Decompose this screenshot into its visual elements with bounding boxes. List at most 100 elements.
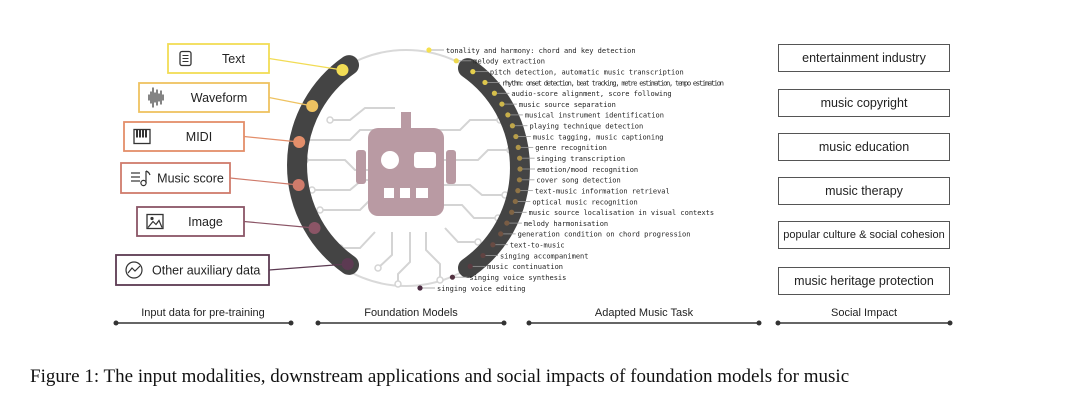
task-list: tonality and harmony: chord and key dete… <box>417 47 724 293</box>
input-label: Other auxiliary data <box>152 264 260 278</box>
task-item: cover song detection <box>516 177 621 185</box>
axis-end-dot <box>501 320 507 326</box>
circuit-trace <box>436 149 510 161</box>
circuit-node <box>474 238 482 246</box>
circuit-node <box>436 276 444 284</box>
task-item: text-to-music <box>490 242 565 250</box>
input-connector <box>268 96 313 107</box>
input-dot <box>292 179 305 191</box>
axis-end-dot <box>315 320 321 326</box>
task-label: optical music recognition <box>532 198 637 206</box>
input-label: MIDI <box>186 130 212 144</box>
input-connector <box>268 57 343 71</box>
task-dot <box>482 79 488 86</box>
task-dot <box>453 58 459 64</box>
circuit-trace <box>425 232 441 280</box>
section-label: Adapted Music Task <box>595 307 694 319</box>
task-item: melody harmonisation <box>504 220 608 228</box>
axis-end-dot <box>288 320 294 326</box>
input-dot <box>336 64 349 76</box>
figure-caption: Figure 1: The input modalities, downstre… <box>30 366 850 387</box>
robot-eye-right <box>414 152 436 168</box>
document-icon <box>179 50 192 67</box>
task-dot <box>515 144 521 150</box>
input-item: Music score <box>120 162 305 194</box>
task-label: music tagging, music captioning <box>533 133 664 141</box>
impact-box: popular culture & social cohesion <box>778 221 950 249</box>
circuit-trace <box>444 227 478 243</box>
input-item: Waveform <box>138 82 319 113</box>
task-dot <box>517 166 523 172</box>
robot-head <box>368 128 444 216</box>
task-item: tonality and harmony: chord and key dete… <box>426 47 636 55</box>
task-label: singing accompaniment <box>500 252 589 260</box>
circuit-trace <box>436 184 505 196</box>
circuit-trace <box>300 129 380 141</box>
input-item: Other auxiliary data <box>115 254 354 286</box>
axis-end-dot <box>526 320 532 326</box>
task-label: genre recognition <box>535 144 607 152</box>
axis-end-dot <box>775 320 781 326</box>
input-arc-band <box>287 55 359 275</box>
section-axis-impact: Social Impact <box>775 307 953 326</box>
circuit-trace <box>330 107 395 121</box>
task-label: rhythm: onset detection, beat tracking, … <box>502 79 724 87</box>
task-label: cover song detection <box>536 177 620 185</box>
robot-tooth <box>394 188 400 198</box>
task-label: singing voice synthesis <box>469 274 566 282</box>
task-item: musical instrument identification <box>505 112 664 120</box>
input-item: MIDI <box>123 121 306 152</box>
section-label: Input data for pre-training <box>141 307 265 319</box>
input-item: Text <box>167 43 349 76</box>
task-item: text-music information retrieval <box>515 187 670 195</box>
task-item: singing voice synthesis <box>449 274 566 282</box>
robot-ear-left <box>356 150 366 184</box>
task-dot <box>513 133 519 140</box>
task-item: music source separation <box>499 101 616 109</box>
line-chart-icon <box>125 261 143 279</box>
input-connector <box>268 263 348 271</box>
section-label: Social Impact <box>831 307 897 319</box>
task-dot <box>499 101 505 107</box>
task-label: playing technique detection <box>529 123 643 131</box>
impact-box: music copyright <box>778 89 950 117</box>
task-item: optical music recognition <box>512 198 638 206</box>
robot-tooth <box>410 188 416 198</box>
input-label: Waveform <box>191 91 248 105</box>
task-item: music source localisation in visual cont… <box>509 209 714 217</box>
impact-box: music education <box>778 133 950 161</box>
task-dot <box>480 252 486 259</box>
task-dot <box>509 209 515 215</box>
task-label: audio-score alignment, score following <box>511 90 671 98</box>
input-label: Image <box>188 215 223 229</box>
impact-box: music heritage protection <box>778 267 950 295</box>
circuit-trace <box>340 231 376 249</box>
input-dot <box>293 136 306 148</box>
task-label: text-music information retrieval <box>535 187 670 195</box>
task-dot <box>504 220 510 226</box>
task-item: playing technique detection <box>509 123 643 131</box>
task-item: music continuation <box>467 263 563 271</box>
task-item: singing accompaniment <box>480 252 588 260</box>
input-box <box>120 162 231 194</box>
task-label: musical instrument identification <box>525 112 664 120</box>
input-connector <box>243 220 315 229</box>
task-item: singing transcription <box>517 155 625 163</box>
task-label: emotion/mood recognition <box>537 166 638 174</box>
impact-box: entertainment industry <box>778 44 950 72</box>
section-axis-models: Foundation Models <box>315 307 507 326</box>
task-item: music tagging, music captioning <box>513 133 664 141</box>
circuit-node <box>374 264 382 272</box>
input-item: Image <box>136 206 321 237</box>
task-label: music source separation <box>519 101 616 109</box>
circuit-node <box>316 206 324 214</box>
task-dot <box>517 155 523 161</box>
robot-eye-left <box>381 151 399 169</box>
task-label: tonality and harmony: chord and key dete… <box>446 47 636 55</box>
task-dot <box>512 198 518 205</box>
task-dot <box>470 69 476 75</box>
input-connector <box>229 177 299 186</box>
circuit-trace <box>377 232 393 269</box>
